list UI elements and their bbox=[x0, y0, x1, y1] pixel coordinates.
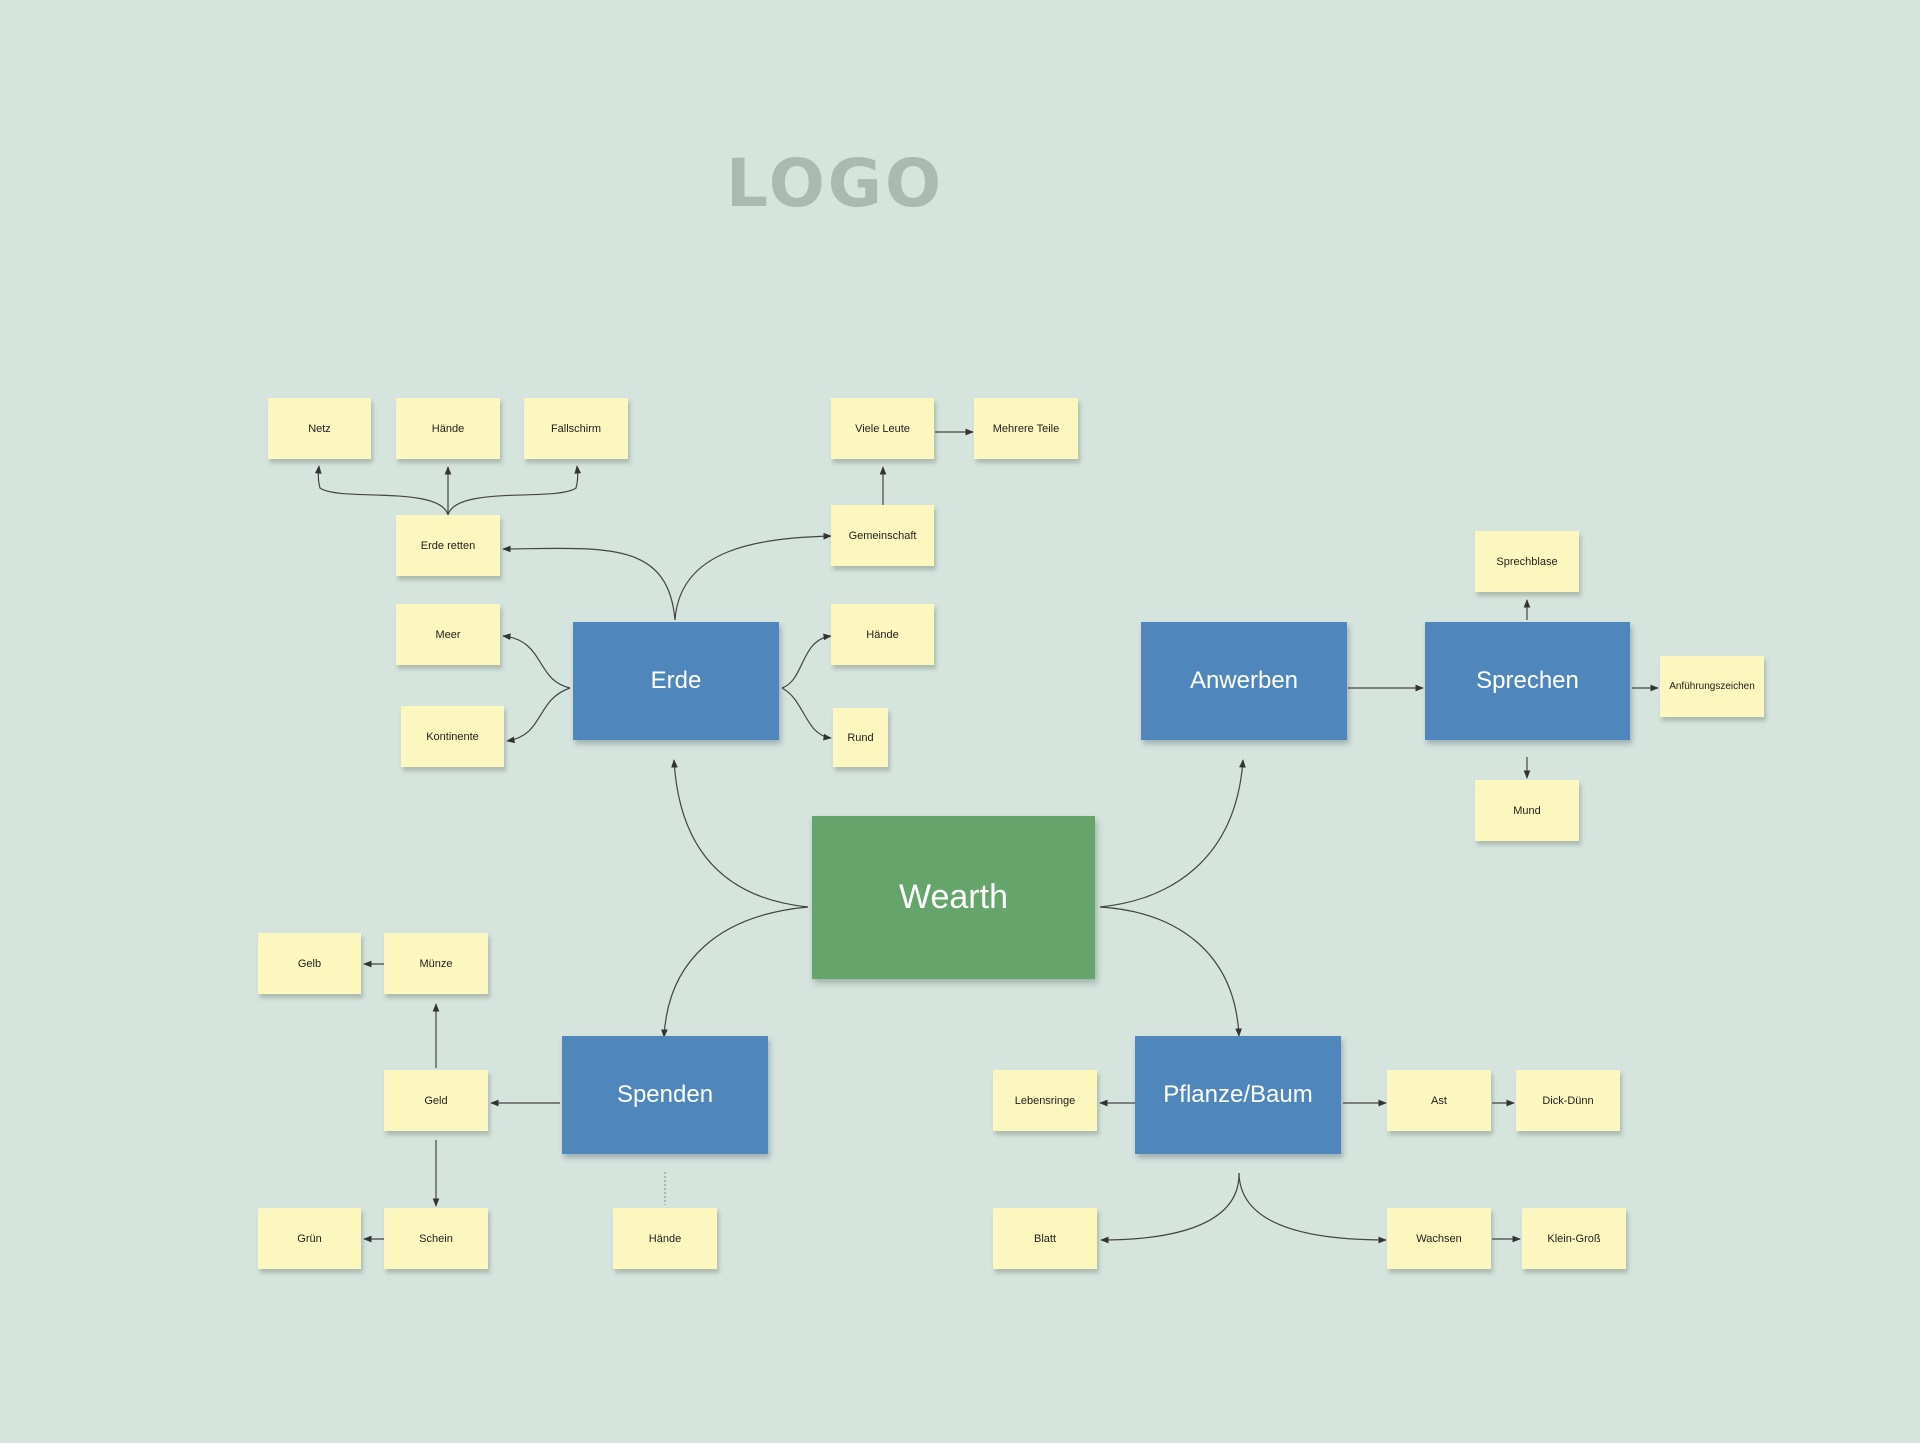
note-haende-erde[interactable]: Hände bbox=[831, 604, 934, 665]
link-pflanze-blatt bbox=[1100, 1172, 1240, 1244]
note-haende-top[interactable]: Hände bbox=[396, 398, 500, 459]
link-erde-gemeinschaft bbox=[674, 532, 832, 621]
note-gemeinschaft[interactable]: Gemeinschaft bbox=[831, 505, 934, 566]
link-erde-haende bbox=[781, 633, 832, 689]
link-wearth-anwerben bbox=[1099, 759, 1246, 908]
note-lebensringe[interactable]: Lebensringe bbox=[993, 1070, 1097, 1131]
topic-anwerben[interactable]: Anwerben bbox=[1141, 622, 1347, 740]
note-meer[interactable]: Meer bbox=[396, 604, 500, 665]
note-anfuehrungszeichen[interactable]: Anführungszeichen bbox=[1660, 656, 1764, 717]
link-erde-meer bbox=[502, 633, 571, 689]
link-erde-erde-retten bbox=[502, 545, 676, 621]
link-erde-retten-fallschirm bbox=[447, 465, 582, 516]
note-muenze[interactable]: Münze bbox=[384, 933, 488, 994]
link-pflanze-wachsen bbox=[1238, 1172, 1387, 1244]
note-erde-retten[interactable]: Erde retten bbox=[396, 515, 500, 576]
link-wearth-spenden bbox=[661, 906, 809, 1038]
note-netz[interactable]: Netz bbox=[268, 398, 371, 459]
center-node-wearth[interactable]: Wearth bbox=[812, 816, 1095, 979]
note-geld[interactable]: Geld bbox=[384, 1070, 488, 1131]
note-ast[interactable]: Ast bbox=[1387, 1070, 1491, 1131]
note-blatt[interactable]: Blatt bbox=[993, 1208, 1097, 1269]
topic-pflanze-baum[interactable]: Pflanze/Baum bbox=[1135, 1036, 1341, 1154]
note-fallschirm[interactable]: Fallschirm bbox=[524, 398, 628, 459]
note-dick-duenn[interactable]: Dick-Dünn bbox=[1516, 1070, 1620, 1131]
link-erde-rund bbox=[781, 687, 832, 741]
note-rund[interactable]: Rund bbox=[833, 708, 888, 767]
note-kontinente[interactable]: Kontinente bbox=[401, 706, 504, 767]
link-erde-retten-netz bbox=[314, 465, 449, 516]
note-klein-gross[interactable]: Klein-Groß bbox=[1522, 1208, 1626, 1269]
logo-text: LOGO bbox=[726, 145, 945, 222]
note-viele-leute[interactable]: Viele Leute bbox=[831, 398, 934, 459]
topic-sprechen[interactable]: Sprechen bbox=[1425, 622, 1630, 740]
topic-erde[interactable]: Erde bbox=[573, 622, 779, 740]
note-wachsen[interactable]: Wachsen bbox=[1387, 1208, 1491, 1269]
link-wearth-erde bbox=[671, 759, 809, 908]
note-gelb[interactable]: Gelb bbox=[258, 933, 361, 994]
note-haende-spenden[interactable]: Hände bbox=[613, 1208, 717, 1269]
note-mund[interactable]: Mund bbox=[1475, 780, 1579, 841]
note-gruen[interactable]: Grün bbox=[258, 1208, 361, 1269]
note-sprechblase[interactable]: Sprechblase bbox=[1475, 531, 1579, 592]
note-schein[interactable]: Schein bbox=[384, 1208, 488, 1269]
topic-spenden[interactable]: Spenden bbox=[562, 1036, 768, 1154]
link-erde-kontinente bbox=[506, 687, 571, 744]
note-mehrere-teile[interactable]: Mehrere Teile bbox=[974, 398, 1078, 459]
link-wearth-pflanze bbox=[1099, 906, 1242, 1037]
